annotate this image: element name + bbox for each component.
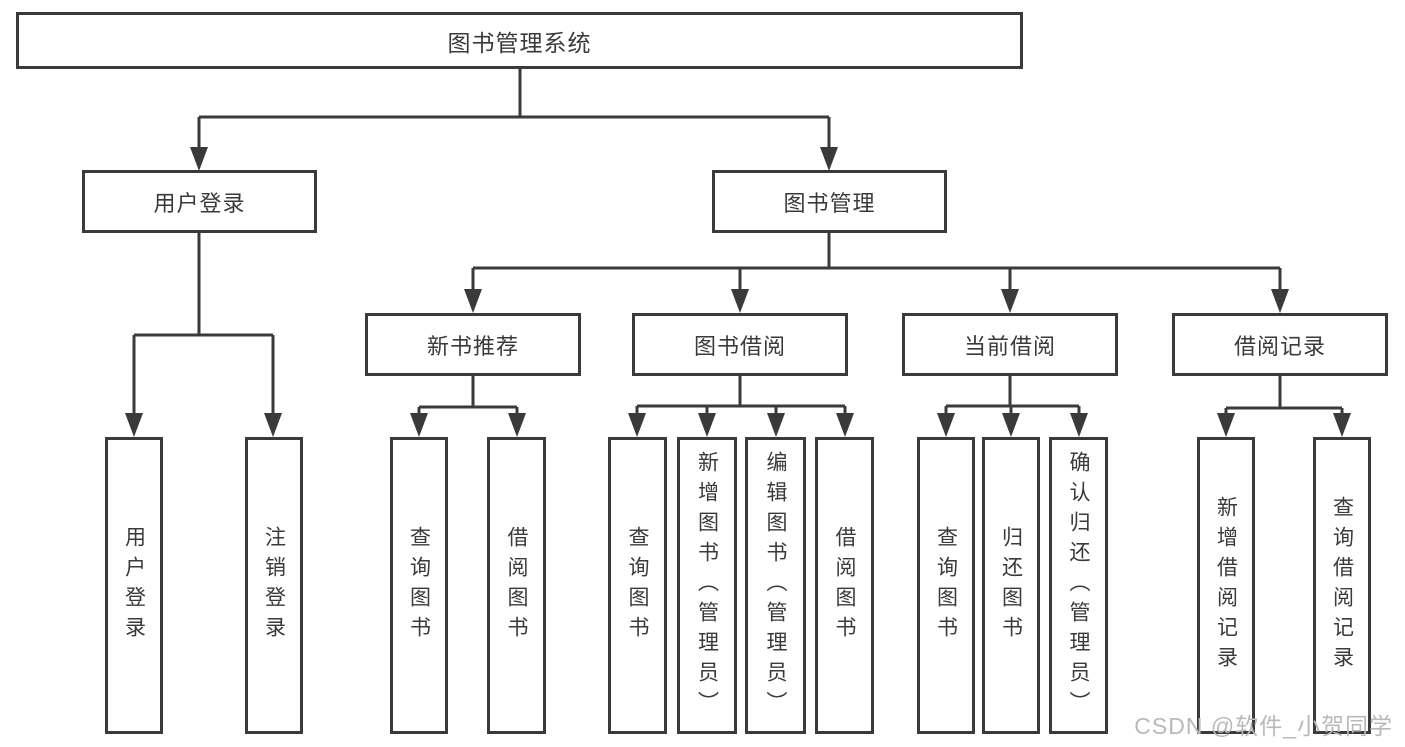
node-leaf-query-books-recommend: 查询图书 — [390, 437, 448, 734]
node-leaf-query-books-current: 查询图书 — [917, 437, 975, 734]
node-leaf-return-books-label: 归还图书 — [999, 525, 1023, 646]
node-leaf-query-books-current-label: 查询图书 — [934, 525, 958, 646]
node-leaf-confirm-return-admin: 确认归还（管理员） — [1049, 437, 1108, 734]
node-book-borrowing-label: 图书借阅 — [693, 333, 786, 359]
csdn-watermark: CSDN @软件_小贺同学 — [1134, 713, 1393, 739]
node-leaf-borrow-books-borrowing: 借阅图书 — [815, 437, 874, 734]
connector-current-borrowing-children — [937, 376, 1088, 437]
node-leaf-query-books-borrowing: 查询图书 — [608, 437, 667, 734]
node-leaf-confirm-return-admin-label: 确认归还（管理员） — [1067, 450, 1090, 721]
node-current-borrowing: 当前借阅 — [902, 313, 1118, 376]
node-book-management-label: 图书管理 — [783, 190, 876, 216]
node-leaf-return-books: 归还图书 — [982, 437, 1040, 734]
node-leaf-query-books-recommend-label: 查询图书 — [407, 525, 431, 646]
node-leaf-edit-books-admin-label: 编辑图书（管理员） — [764, 450, 787, 721]
node-leaf-query-borrow-record: 查询借阅记录 — [1313, 437, 1371, 734]
node-root-label: 图书管理系统 — [447, 29, 592, 56]
node-leaf-borrow-books-borrowing-label: 借阅图书 — [833, 525, 856, 646]
node-leaf-query-borrow-record-label: 查询借阅记录 — [1330, 495, 1354, 676]
node-borrowing-records: 借阅记录 — [1172, 313, 1388, 376]
connector-borrowing-records-children — [1217, 376, 1351, 437]
node-borrowing-records-label: 借阅记录 — [1233, 333, 1326, 359]
connector-root-to-level2 — [190, 69, 838, 171]
node-user-login: 用户登录 — [82, 170, 317, 233]
node-leaf-borrow-books-recommend: 借阅图书 — [487, 437, 546, 734]
connector-book-management-children — [464, 233, 1289, 313]
node-leaf-add-borrow-record-label: 新增借阅记录 — [1214, 495, 1238, 676]
node-leaf-add-borrow-record: 新增借阅记录 — [1197, 437, 1255, 734]
node-leaf-user-login-label: 用户登录 — [122, 525, 146, 646]
node-leaf-edit-books-admin: 编辑图书（管理员） — [745, 437, 806, 734]
node-book-borrowing: 图书借阅 — [632, 313, 848, 376]
node-current-borrowing-label: 当前借阅 — [963, 333, 1056, 359]
node-new-book-recommend-label: 新书推荐 — [426, 333, 519, 359]
node-leaf-logout: 注销登录 — [245, 437, 303, 734]
node-leaf-query-books-borrowing-label: 查询图书 — [626, 525, 649, 646]
node-book-management: 图书管理 — [712, 170, 947, 233]
node-leaf-borrow-books-recommend-label: 借阅图书 — [505, 525, 528, 646]
node-leaf-add-books-admin: 新增图书（管理员） — [677, 437, 737, 734]
node-root: 图书管理系统 — [16, 12, 1023, 69]
node-leaf-logout-label: 注销登录 — [262, 525, 286, 646]
node-new-book-recommend: 新书推荐 — [365, 313, 581, 376]
node-leaf-user-login: 用户登录 — [105, 437, 163, 734]
connector-book-borrowing-children — [628, 376, 854, 437]
connector-new-book-recommend-children — [410, 376, 526, 437]
connector-user-login-children — [125, 233, 282, 437]
node-leaf-add-books-admin-label: 新增图书（管理员） — [695, 450, 719, 721]
node-user-login-label: 用户登录 — [153, 190, 246, 216]
